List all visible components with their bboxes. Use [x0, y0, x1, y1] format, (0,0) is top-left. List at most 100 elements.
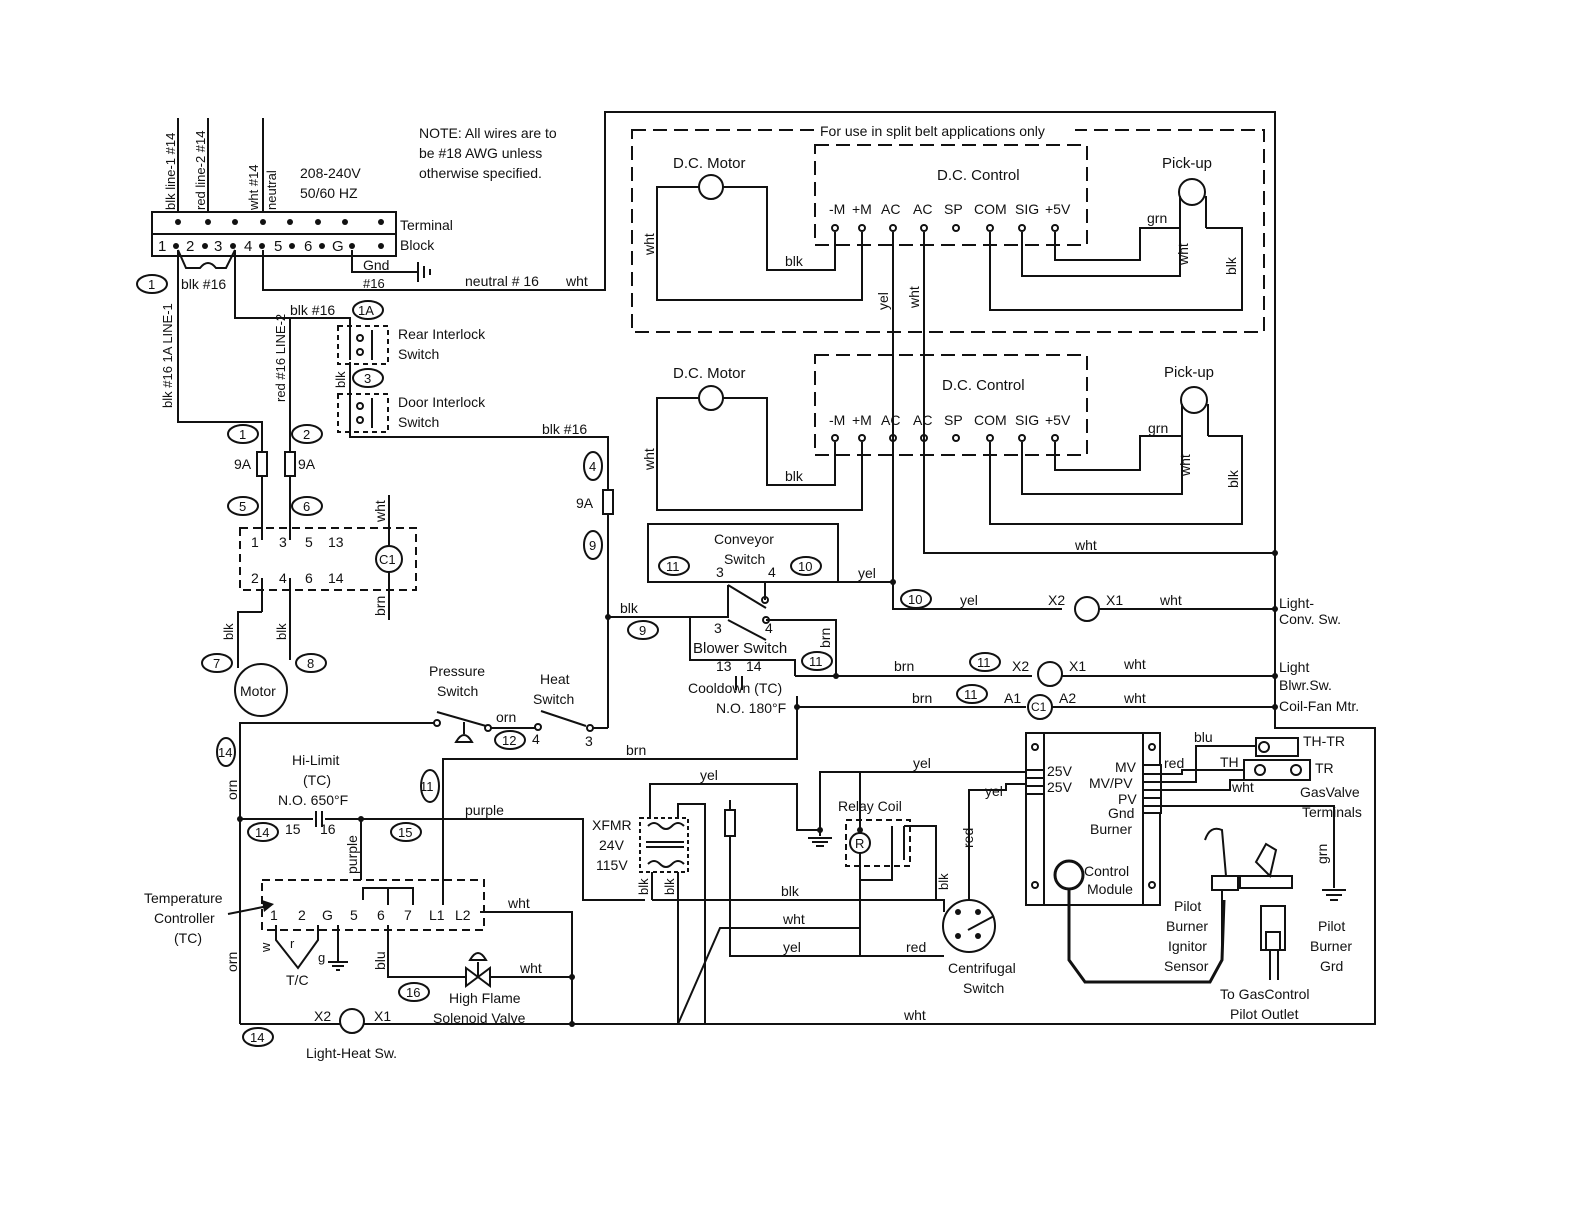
term-5: 5: [274, 238, 282, 255]
heat-term-4: 4: [532, 731, 540, 747]
blk16-label: blk #16: [290, 302, 335, 318]
dc-motor-label-2: D.C. Motor: [673, 365, 746, 382]
light-heat-label: Light-Heat Sw.: [306, 1045, 397, 1061]
heat-brn: brn: [626, 742, 646, 758]
ct-5: 5: [305, 534, 313, 550]
split-belt-title: For use in split belt applications only: [820, 123, 1045, 139]
fuse-1: [256, 451, 268, 477]
contactor-brn: brn: [372, 596, 388, 616]
blower-brn: brn: [817, 628, 833, 648]
light-conv-x2: X2: [1048, 592, 1065, 608]
interlock-blk: blk: [333, 371, 348, 388]
wire-line2-label: red line-2 #14: [193, 131, 208, 211]
dc1-term-ac1: AC: [881, 201, 900, 217]
blower-term-3: 3: [714, 620, 722, 636]
gnd-wire-label: #16: [363, 276, 385, 291]
hi-limit-3: N.O. 650°F: [278, 792, 348, 808]
pressure-label-2: Switch: [437, 683, 478, 699]
switch-section: 4 9A 9 blk 9 Conveyor Switch 3 4 11 10 y…: [420, 451, 1359, 900]
relay-coil-label: Relay Coil: [838, 798, 902, 814]
tc-lead-r: r: [290, 936, 295, 951]
callout-11-conveyor: 11: [666, 559, 680, 574]
cooldown-label-2: N.O. 180°F: [716, 700, 786, 716]
gv-red: red: [1164, 755, 1184, 771]
hi-limit-16: 16: [320, 821, 336, 837]
dc2-term-com: COM: [974, 412, 1007, 428]
dc1-term-sig: SIG: [1015, 201, 1039, 217]
dc2-term-ac2: AC: [913, 412, 932, 428]
fuse-3-label: 9A: [576, 495, 594, 511]
coil-fan-a2: A2: [1059, 690, 1076, 706]
callout-2: 2: [303, 427, 310, 442]
dc2-pick-blk: blk: [1225, 469, 1241, 488]
note-line-2: be #18 AWG unless: [419, 145, 542, 161]
callout-8: 8: [307, 656, 314, 671]
dc2-pick-wht: wht: [1177, 454, 1193, 477]
red-mid: red: [906, 939, 926, 955]
callout-16: 16: [406, 985, 420, 1000]
coil-fan-a1: A1: [1004, 690, 1021, 706]
fuse-3: [602, 489, 614, 515]
light-conv-wht: wht: [1159, 592, 1182, 608]
conveyor-label-1: Conveyor: [714, 531, 774, 547]
callout-1: 1: [239, 427, 246, 442]
gv-grn: grn: [1314, 844, 1330, 864]
callout-5: 5: [239, 499, 246, 514]
dc-unit-2: D.C. Motor wht blk D.C. Control -M +M AC…: [641, 354, 1278, 556]
tc-label-3: (TC): [174, 930, 202, 946]
gv-label-1: GasValve: [1300, 784, 1360, 800]
tc-lead-g: g: [318, 950, 325, 965]
cb-6: 6: [305, 570, 313, 586]
solenoid-wht: wht: [519, 960, 542, 976]
pilot-grd-1: Pilot: [1318, 918, 1345, 934]
pilot-grd-2: Burner: [1310, 938, 1352, 954]
tc-thermocouple: T/C: [286, 972, 309, 988]
blk-mid: blk: [781, 883, 800, 899]
light-blwr-lamp: [1037, 661, 1063, 687]
tc-term-1: 1: [270, 907, 278, 923]
callout-12: 12: [502, 733, 516, 748]
dc1-term-m-neg: -M: [829, 201, 845, 217]
dc1-pick-wht: wht: [1175, 243, 1191, 266]
ct-3: 3: [279, 534, 287, 550]
gnd-label: Gnd: [363, 257, 389, 273]
cb-4: 4: [279, 570, 287, 586]
callout-7: 7: [213, 656, 220, 671]
cm-mv: MV: [1115, 759, 1137, 775]
callout-15: 15: [398, 825, 412, 840]
callout-14-hilimit: 14: [255, 825, 269, 840]
relay-blk: blk: [936, 873, 951, 890]
light-heat-x1: X1: [374, 1008, 391, 1024]
dc2-term-m-pos: +M: [852, 412, 872, 428]
tc-term-l2: L2: [455, 907, 471, 923]
pilot-grd-3: Grd: [1320, 958, 1343, 974]
door-interlock-1: Door Interlock: [398, 394, 486, 410]
light-blwr-label-1: Light: [1279, 659, 1309, 675]
rear-interlock-1: Rear Interlock: [398, 326, 486, 342]
pressure-label-1: Pressure: [429, 663, 485, 679]
note-line-3: otherwise specified.: [419, 165, 542, 181]
cm-mvpv: MV/PV: [1089, 775, 1133, 791]
dc2-term-ac1: AC: [881, 412, 900, 428]
light-blwr-x1: X1: [1069, 658, 1086, 674]
dc1-term-m-pos: +M: [852, 201, 872, 217]
wire-neutral-label-a: wht #14: [246, 164, 261, 211]
cm-25v-2: 25V: [1047, 779, 1073, 795]
callout-14-vert: 14: [218, 745, 232, 760]
heat-term-3: 3: [585, 733, 593, 749]
tc-lead-w: w: [258, 942, 273, 953]
dc2-term-5v: +5V: [1045, 412, 1071, 428]
callout-10-light: 10: [908, 592, 922, 607]
dc2-blk: blk: [785, 468, 804, 484]
callout-1a: 1A: [358, 303, 374, 318]
callout-10-conveyor: 10: [798, 559, 812, 574]
xfmr-blk-1: blk: [636, 878, 651, 895]
pickup-symbol-1: [1178, 178, 1206, 206]
light-blwr-x2: X2: [1012, 658, 1029, 674]
xfmr-label-3: 115V: [596, 857, 628, 873]
jumper-wire-label: blk #16: [181, 276, 226, 292]
cm-label-2: Module: [1087, 881, 1133, 897]
dc2-term-m-neg: -M: [829, 412, 845, 428]
relay-r: R: [855, 836, 864, 851]
xfmr-fuse: [724, 809, 736, 837]
